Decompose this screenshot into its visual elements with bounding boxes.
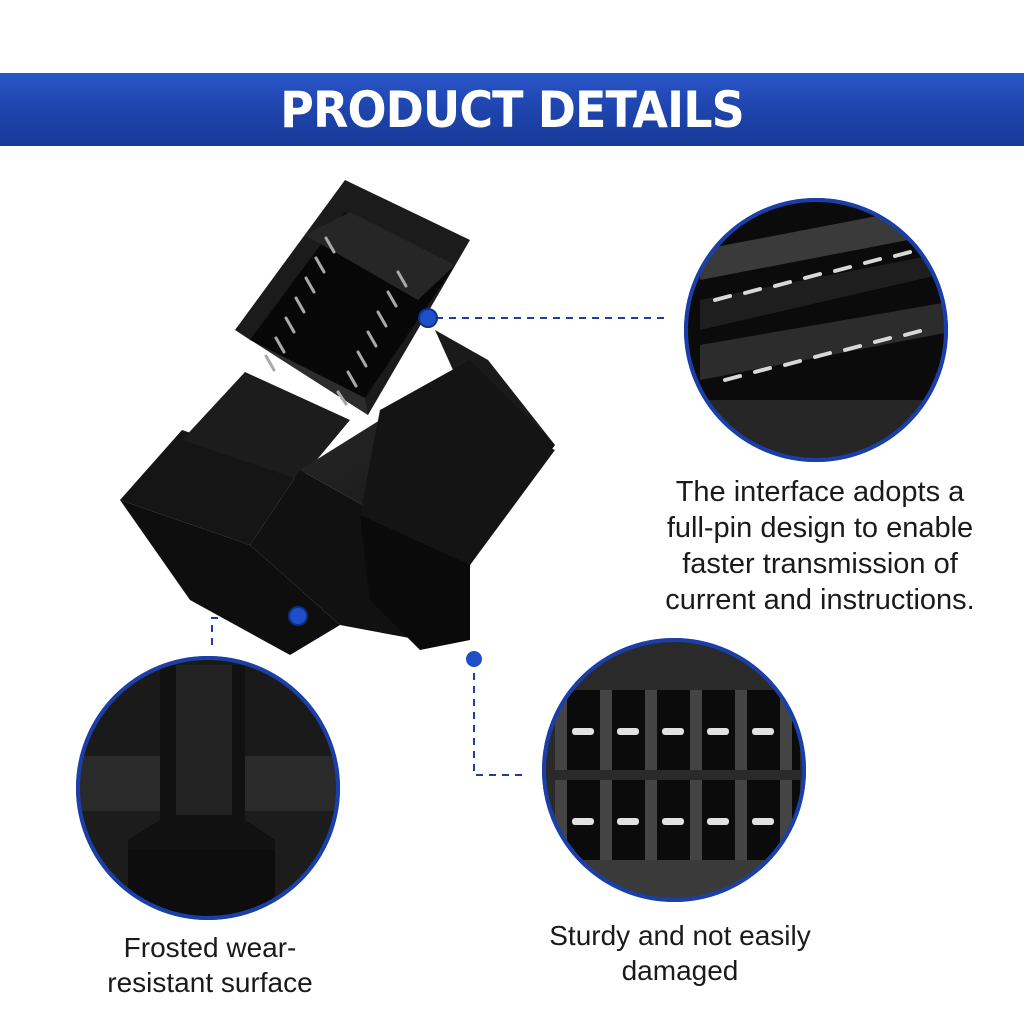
caption-line: damaged	[621, 955, 739, 986]
caption-line: The interface adopts a	[675, 476, 965, 508]
caption-sturdy: Sturdy and not easily damaged	[520, 918, 840, 988]
caption-interface: The interface adopts a full-pin design t…	[640, 474, 1000, 618]
obd-connector	[120, 180, 555, 655]
marker-dots	[288, 308, 484, 669]
zoom-surface	[76, 656, 340, 920]
caption-line: current and instructions.	[665, 584, 975, 616]
zoom-sturdy	[542, 638, 806, 902]
marker-dot-surface	[288, 606, 308, 626]
caption-line: resistant surface	[107, 967, 313, 998]
caption-line: Sturdy and not easily	[549, 920, 811, 951]
header-banner: PRODUCT DETAILS	[0, 73, 1024, 146]
caption-line: full-pin design to enable	[666, 512, 974, 544]
caption-surface: Frosted wear- resistant surface	[60, 930, 360, 1000]
zoom-interface	[684, 198, 948, 462]
connector-pins	[264, 236, 408, 406]
banner-title: PRODUCT DETAILS	[280, 80, 745, 139]
caption-line: Frosted wear-	[123, 932, 297, 963]
marker-dot-sturdy	[464, 649, 484, 669]
caption-line: faster transmission of	[682, 548, 958, 580]
marker-dot-interface	[418, 308, 438, 328]
